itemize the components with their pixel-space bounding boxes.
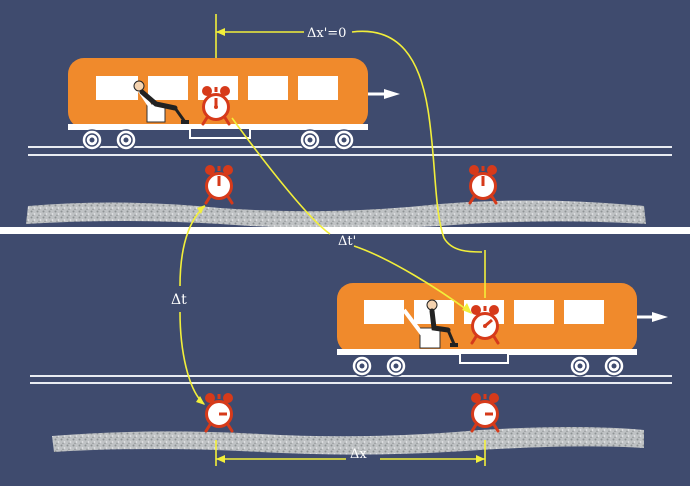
bottom-train <box>337 283 668 377</box>
arrow-right-icon <box>637 312 668 322</box>
seated-person-icon <box>132 80 189 124</box>
seated-person-icon <box>402 299 458 349</box>
bottom-rails <box>30 375 672 384</box>
alarm-clock-icon <box>200 84 232 126</box>
ground-clock-left-top <box>203 163 235 205</box>
annotations <box>179 14 486 466</box>
delta-x-label: Δx <box>350 447 367 462</box>
ground-clock-right-bottom <box>469 391 501 433</box>
arrow-right-icon <box>368 89 400 99</box>
top-train <box>68 58 400 151</box>
delta-x-prime-label: Δx'=0 <box>307 26 346 41</box>
bottom-scene <box>30 283 672 455</box>
ground-clock-right-top <box>467 163 499 205</box>
delta-t-prime-label: Δt' <box>338 234 356 249</box>
top-scene <box>26 58 672 229</box>
top-ground-strip <box>26 200 646 229</box>
ground-clock-left-bottom <box>203 391 235 433</box>
train-windows <box>96 76 338 100</box>
alarm-clock-icon <box>469 303 501 345</box>
scene-divider <box>0 227 690 234</box>
delta-t-label: Δt <box>171 292 187 308</box>
bottom-ground-strip <box>52 427 644 455</box>
